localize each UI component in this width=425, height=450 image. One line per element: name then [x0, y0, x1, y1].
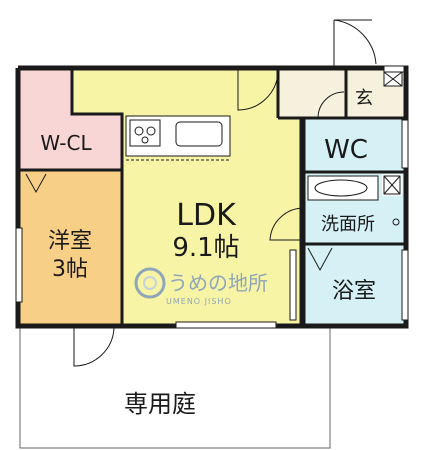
ldk-wcl-overlap-fill	[72, 70, 122, 114]
entrance-label: 玄	[355, 88, 373, 109]
ldk-size-label: 9.1帖	[172, 233, 239, 263]
shoe-cabinet-icon	[383, 71, 403, 87]
garden-label: 専用庭	[124, 390, 196, 418]
watermark-romaji: UMENO JISHO	[166, 297, 232, 306]
kitchen-counter	[125, 115, 231, 161]
bathroom-fill	[304, 244, 404, 324]
bathroom-label: 浴室	[332, 279, 376, 304]
washroom-label: 洗面所	[321, 214, 375, 235]
washing-machine-icon	[383, 175, 401, 195]
ldk-label: LDK	[176, 198, 237, 233]
western-room-size-label: 3帖	[52, 257, 88, 282]
washroom-basin	[307, 175, 400, 226]
garden-outline	[19, 328, 331, 449]
wc-fill	[304, 118, 404, 172]
western-room-fill	[20, 170, 122, 324]
doors	[25, 19, 377, 367]
windows	[15, 65, 409, 329]
watermark-logo: うめの地所 UMENO JISHO	[134, 267, 268, 306]
watermark-name: うめの地所	[168, 271, 268, 295]
wcl-lower-fill	[20, 114, 122, 170]
entrance-fill	[278, 70, 404, 118]
interior-walls	[20, 70, 406, 324]
wcl-label: W-CL	[40, 131, 92, 155]
wc-label: WC	[324, 135, 368, 165]
western-room-label: 洋室	[48, 229, 92, 254]
